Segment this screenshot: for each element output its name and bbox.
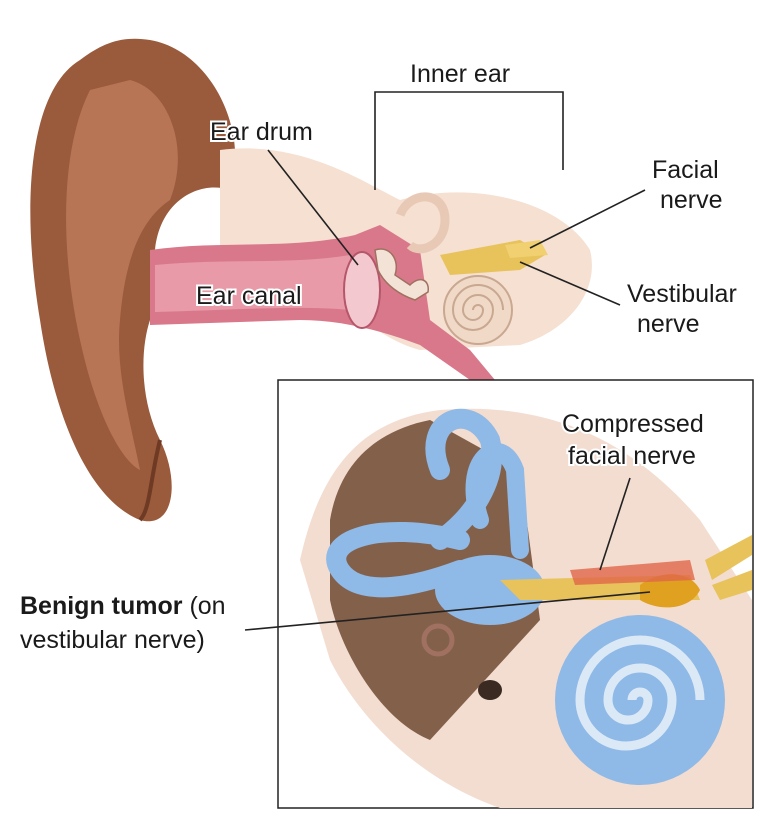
label-compressed-line2: facial nerve (568, 442, 696, 470)
inset-detail (277, 379, 754, 809)
inner-ear-bracket (374, 91, 564, 190)
label-vestibular-nerve-line2: nerve (637, 310, 700, 338)
label-compressed-line1: Compressed (562, 410, 704, 438)
label-benign-tumor-rest: (on (183, 592, 226, 620)
benign-tumor-leader (244, 591, 651, 631)
label-ear-canal: Ear canal (196, 282, 302, 310)
ear-drum (343, 251, 381, 329)
compressed-facial-nerve-leader (599, 477, 631, 571)
ear-canal (150, 225, 495, 380)
label-benign-tumor-line2: vestibular nerve) (20, 626, 205, 654)
outer-ear (30, 38, 236, 522)
ear-drum-leader (267, 149, 359, 266)
ossicles (374, 248, 429, 301)
label-ear-drum: Ear drum (210, 118, 313, 146)
label-benign-tumor-line1: Benign tumor (on (20, 592, 226, 620)
facial-nerve-leader (529, 189, 646, 249)
label-benign-tumor-bold: Benign tumor (20, 592, 183, 620)
label-facial-nerve-line2: nerve (660, 186, 723, 214)
vestibular-nerve-leader (519, 261, 621, 306)
label-vestibular-nerve-line1: Vestibular (627, 280, 737, 308)
label-facial-nerve-line1: Facial (652, 156, 719, 184)
label-inner-ear: Inner ear (410, 60, 510, 88)
